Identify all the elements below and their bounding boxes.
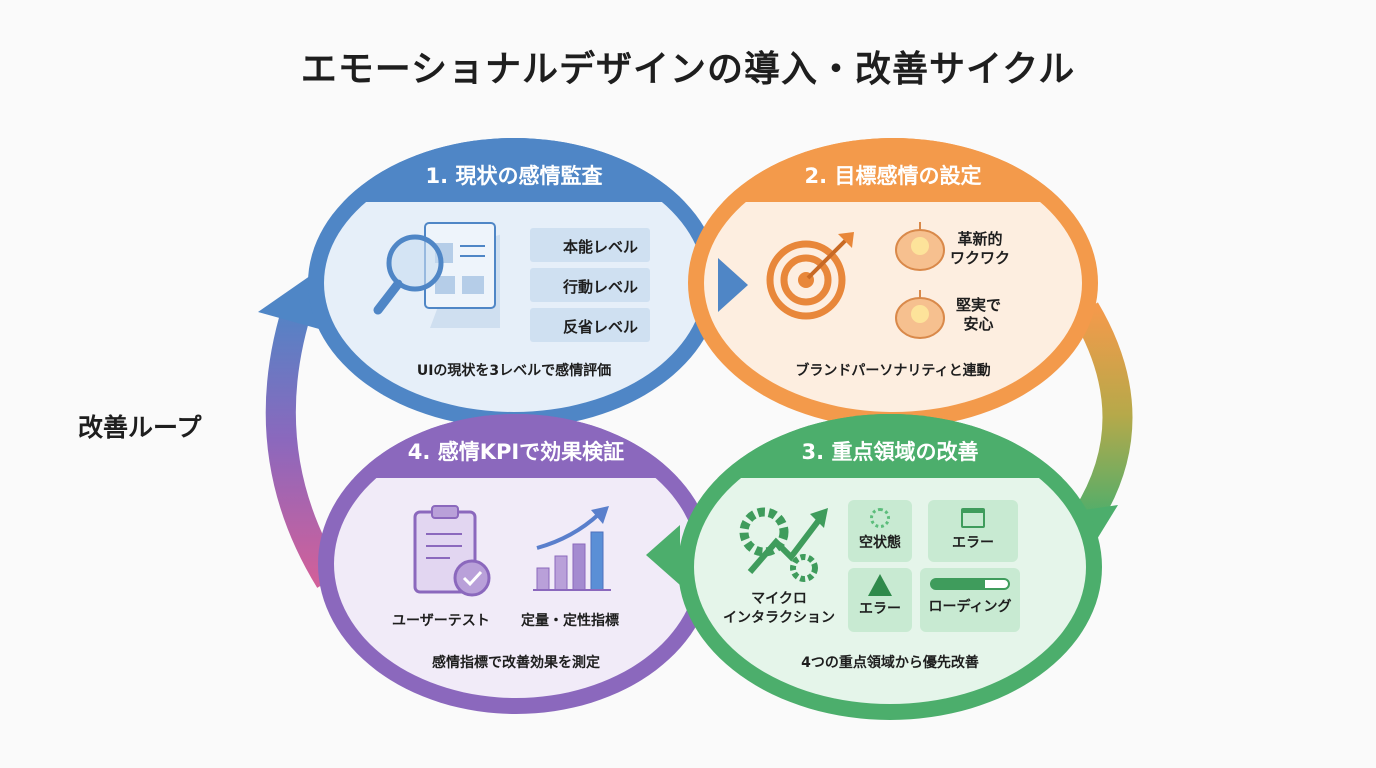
loop-arc-left [265,295,343,588]
loop-arc-right [1072,302,1133,529]
step-2-caption: ブランドパーソナリティと連動 [795,363,991,379]
step-4-caption: 感情指標で改善効果を測定 [432,655,600,671]
gears-growth-icon [739,507,828,582]
step-1-title: 1. 現状の感情監査 [425,164,603,188]
tile-error-window: エラー [928,500,1018,562]
persona-reliable: 堅実で 安心 [956,296,1002,333]
level-visceral: 本能レベル [530,228,650,262]
step-4-circle: 4. 感情KPIで効果検証 ユーザーテスト 定量・定性指標 感情指標で改善効果を… [318,414,714,714]
target-arrow-icon [766,232,854,320]
tile-error-label: エラー [952,535,994,551]
brain-lightbulb-icon [895,222,945,271]
loading-spinner-icon [870,508,890,528]
growth-chart-icon [533,506,611,591]
diagram-title: エモーショナルデザインの導入・改善サイクル [300,49,1076,90]
item-user-test: ユーザーテスト [392,613,490,629]
clipboard-check-icon [413,505,491,597]
magnifier-document-icon [373,222,500,328]
step-1-caption: UIの現状を3レベルで感情評価 [416,363,612,379]
persona-innovative: 革新的 ワクワク [950,230,1011,267]
step-3-circle: 3. 重点領域の改善 マイクロ インタラクション 空状態 エラー エラー ローデ… [678,414,1102,720]
micro-interaction-label: マイクロ インタラクション [723,591,835,626]
warning-icon [868,574,892,596]
step-1-circle: 1. 現状の感情監査 本能レベル 行動レベル 反省レベル UIの現状を3レベルで… [308,138,720,428]
tile-loading: ローディング [920,568,1020,632]
progress-bar-icon [930,578,1010,590]
window-icon [961,508,985,528]
level-reflective: 反省レベル [530,308,650,342]
tile-loading-label: ローディング [928,599,1012,615]
step-4-title: 4. 感情KPIで効果検証 [407,440,625,464]
loop-label: 改善ループ [78,413,202,442]
step-2-circle: 2. 目標感情の設定 革新的 ワクワク 堅実で 安心 ブランドパーソナリティと連… [688,138,1098,428]
tile-error-warning: エラー [848,568,912,632]
brain-lightbulb-icon [895,290,945,339]
tile-empty-state-label: 空状態 [859,535,901,551]
level-behavioral: 行動レベル [530,268,650,302]
tile-empty-state: 空状態 [848,500,912,562]
step-2-title: 2. 目標感情の設定 [804,164,982,188]
step-3-title: 3. 重点領域の改善 [801,440,979,464]
tile-error-warning-label: エラー [859,601,901,617]
step-3-caption: 4つの重点領域から優先改善 [801,655,979,671]
item-metrics: 定量・定性指標 [521,613,619,629]
